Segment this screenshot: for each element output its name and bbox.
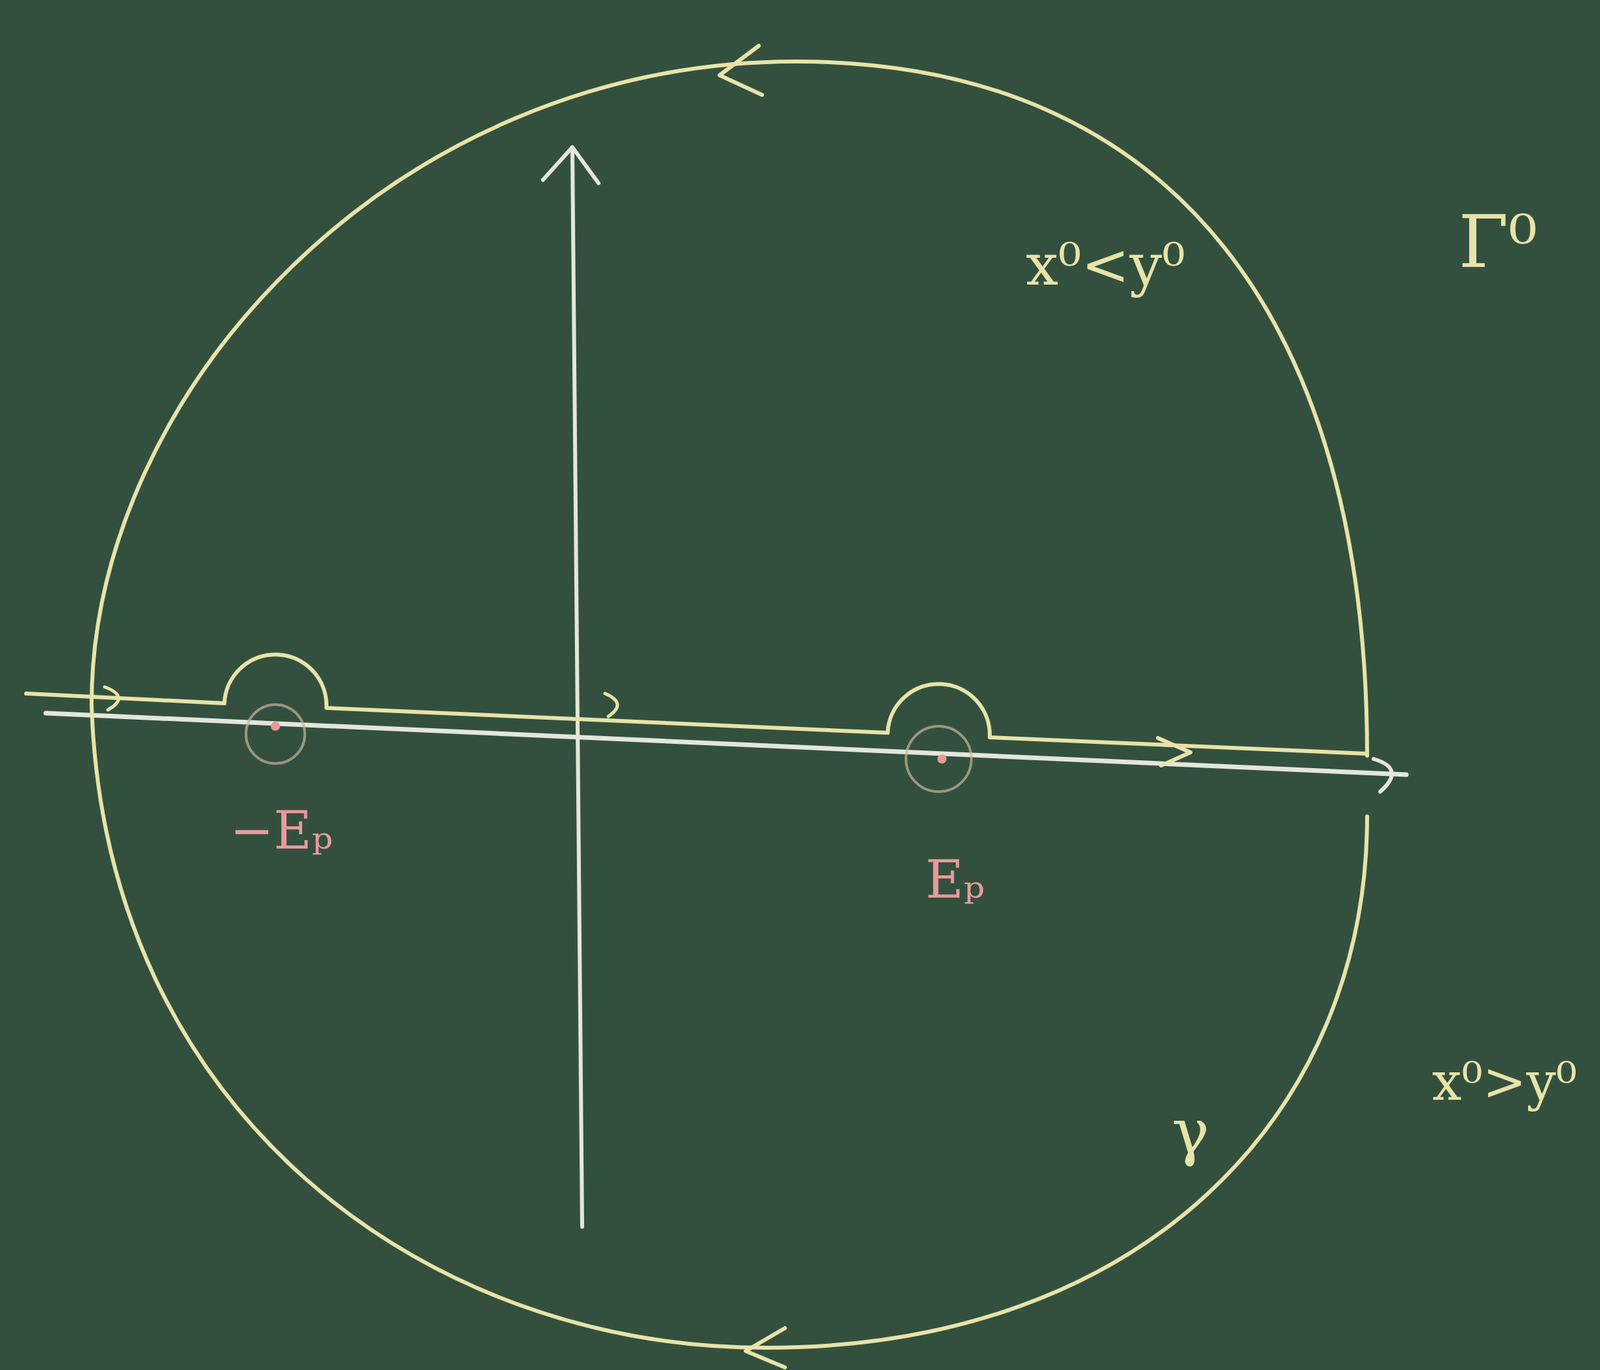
pole-dot xyxy=(937,754,947,764)
contour-arrow xyxy=(104,686,119,710)
axis-arrowhead xyxy=(1373,758,1392,792)
lower-arc xyxy=(91,704,1368,1348)
arc-arrow xyxy=(745,1327,785,1368)
math-label: x⁰>y⁰ xyxy=(1431,1055,1577,1109)
pole-dot xyxy=(270,721,280,731)
real-axis xyxy=(45,713,1407,775)
math-label: Γ⁰ xyxy=(1458,206,1538,279)
pole-ring xyxy=(905,726,972,792)
axis-arrowhead xyxy=(542,147,599,184)
contour-arrow xyxy=(605,693,618,717)
math-label: γ xyxy=(1171,1100,1209,1164)
math-label: x⁰<y⁰ xyxy=(1025,236,1186,294)
contour-line xyxy=(26,654,1368,754)
upper-arc xyxy=(91,61,1368,756)
math-label: −Eₚ xyxy=(229,804,333,857)
math-label: Eₚ xyxy=(925,853,985,906)
arc-arrow xyxy=(719,45,763,95)
imaginary-axis xyxy=(572,147,583,1227)
contour-arrow xyxy=(1157,737,1191,766)
pole-ring xyxy=(245,704,305,764)
